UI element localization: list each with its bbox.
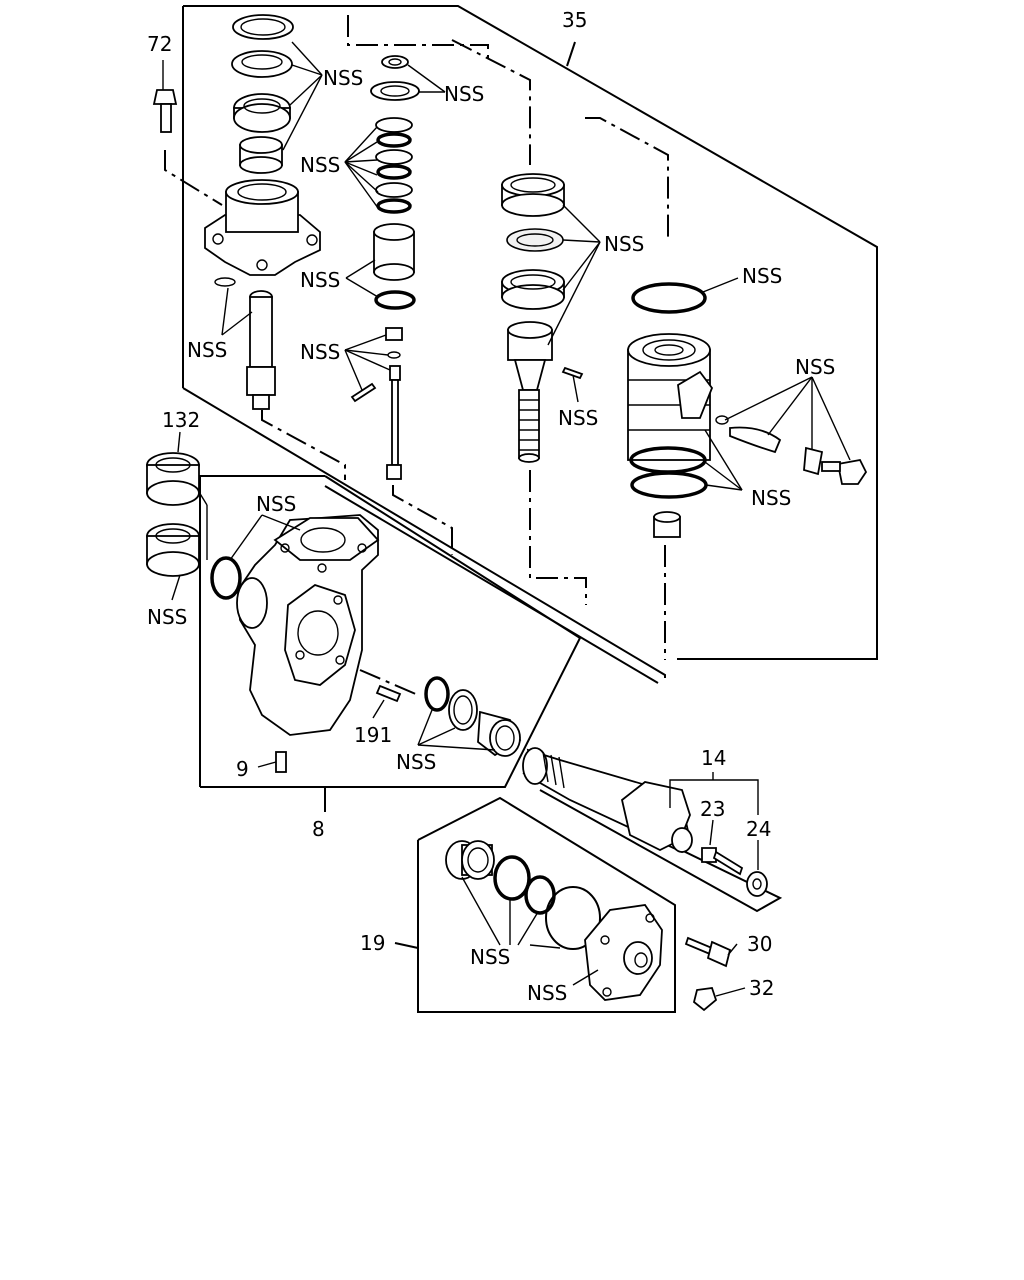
rack-piston-parts xyxy=(627,282,868,538)
label-nss-bearing-seals: NSS xyxy=(396,750,436,774)
piston-parts xyxy=(350,55,420,480)
label-nss-rack-rings: NSS xyxy=(751,486,791,510)
label-24: 24 xyxy=(746,817,771,841)
label-8: 8 xyxy=(312,817,325,841)
label-191: 191 xyxy=(354,723,392,747)
assembly-35-outline xyxy=(182,5,878,678)
label-nss-cover-seals: NSS xyxy=(470,945,510,969)
assembly-19-outline xyxy=(394,796,676,1013)
label-32: 32 xyxy=(749,976,774,1000)
upper-housing-parts xyxy=(152,14,321,410)
label-72: 72 xyxy=(147,32,172,56)
label-nss-seal: NSS xyxy=(256,492,296,516)
label-14: 14 xyxy=(701,746,726,770)
label-nss-housing-shaft: NSS xyxy=(187,338,227,362)
label-nss-cover: NSS xyxy=(527,981,567,1005)
label-nss-upper-housing: NSS xyxy=(323,66,363,90)
worm-shaft-parts xyxy=(501,173,584,463)
label-9: 9 xyxy=(236,757,249,781)
label-nss-piston: NSS xyxy=(300,268,340,292)
label-nss-clamp: NSS xyxy=(795,355,835,379)
gear-housing-parts xyxy=(146,452,522,773)
sector-shaft-parts xyxy=(522,747,768,897)
label-19: 19 xyxy=(360,931,385,955)
alignment-leaders xyxy=(164,15,669,696)
label-nss-top-seal: NSS xyxy=(444,82,484,106)
label-132: 132 xyxy=(162,408,200,432)
assembly-8-outline xyxy=(199,475,659,812)
label-nss-valve: NSS xyxy=(300,340,340,364)
label-nss-oring: NSS xyxy=(742,264,782,288)
label-35: 35 xyxy=(562,8,587,32)
label-nss-boot: NSS xyxy=(147,605,187,629)
callout-labels: 35 72 NSS NSS NSS NSS NSS NSS NSS NSS NS… xyxy=(147,8,835,1005)
label-nss-pin: NSS xyxy=(558,406,598,430)
label-30: 30 xyxy=(747,932,772,956)
label-nss-bearing: NSS xyxy=(604,232,644,256)
side-cover-parts xyxy=(445,840,732,1012)
leader-lines xyxy=(162,41,851,997)
label-nss-piston-rings: NSS xyxy=(300,153,340,177)
label-23: 23 xyxy=(700,797,725,821)
